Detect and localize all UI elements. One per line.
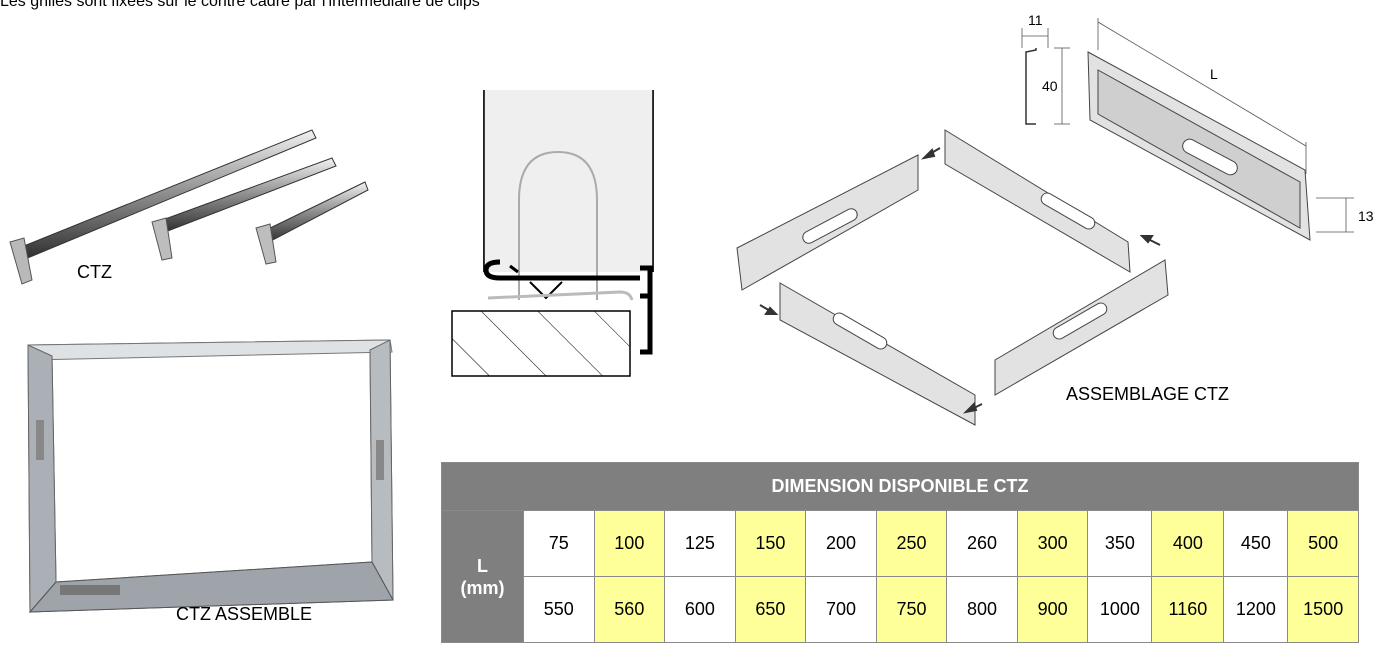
dimension-width: 11	[1028, 12, 1043, 28]
table-cell: 400	[1151, 510, 1225, 577]
dimension-offset: 13	[1358, 208, 1374, 224]
dimension-length: L	[1210, 66, 1218, 82]
table-cell: 350	[1087, 510, 1153, 577]
table-cell: 150	[734, 510, 807, 577]
table-cell: 1160	[1151, 576, 1225, 643]
table-cell: 260	[946, 510, 1018, 577]
table-cell: 750	[875, 576, 948, 643]
label-ctz-assemble: CTZ ASSEMBLE	[176, 604, 313, 624]
table-cell: 800	[946, 576, 1018, 643]
row-header-label: L	[477, 555, 488, 576]
table-cell: 125	[664, 510, 736, 577]
table-cell: 650	[734, 576, 807, 643]
table-cell: 550	[523, 576, 595, 643]
table-cell: 560	[593, 576, 666, 643]
table-cell: 500	[1287, 510, 1359, 577]
table-cell: 100	[593, 510, 666, 577]
table-cell: 1500	[1287, 576, 1359, 643]
table-title: DIMENSION DISPONIBLE CTZ	[441, 462, 1359, 511]
page-caption: Les grilles sont fixées sur le contre ca…	[0, 0, 480, 10]
label-ctz: CTZ	[77, 262, 112, 282]
table-cell: 300	[1016, 510, 1089, 577]
table-cell: 75	[523, 510, 595, 577]
table-cell: 600	[664, 576, 736, 643]
table-cell: 700	[805, 576, 877, 643]
row-header-length: L(mm)	[441, 510, 524, 643]
table-cell: 450	[1223, 510, 1289, 577]
table-cell: 250	[875, 510, 948, 577]
row-header-unit: (mm)	[460, 577, 505, 598]
table-cell: 900	[1016, 576, 1089, 643]
label-assemblage-ctz: ASSEMBLAGE CTZ	[1066, 384, 1230, 404]
table-cell: 200	[805, 510, 877, 577]
table-cell: 1000	[1087, 576, 1153, 643]
dimension-height: 40	[1042, 78, 1058, 94]
table-cell: 1200	[1223, 576, 1289, 643]
